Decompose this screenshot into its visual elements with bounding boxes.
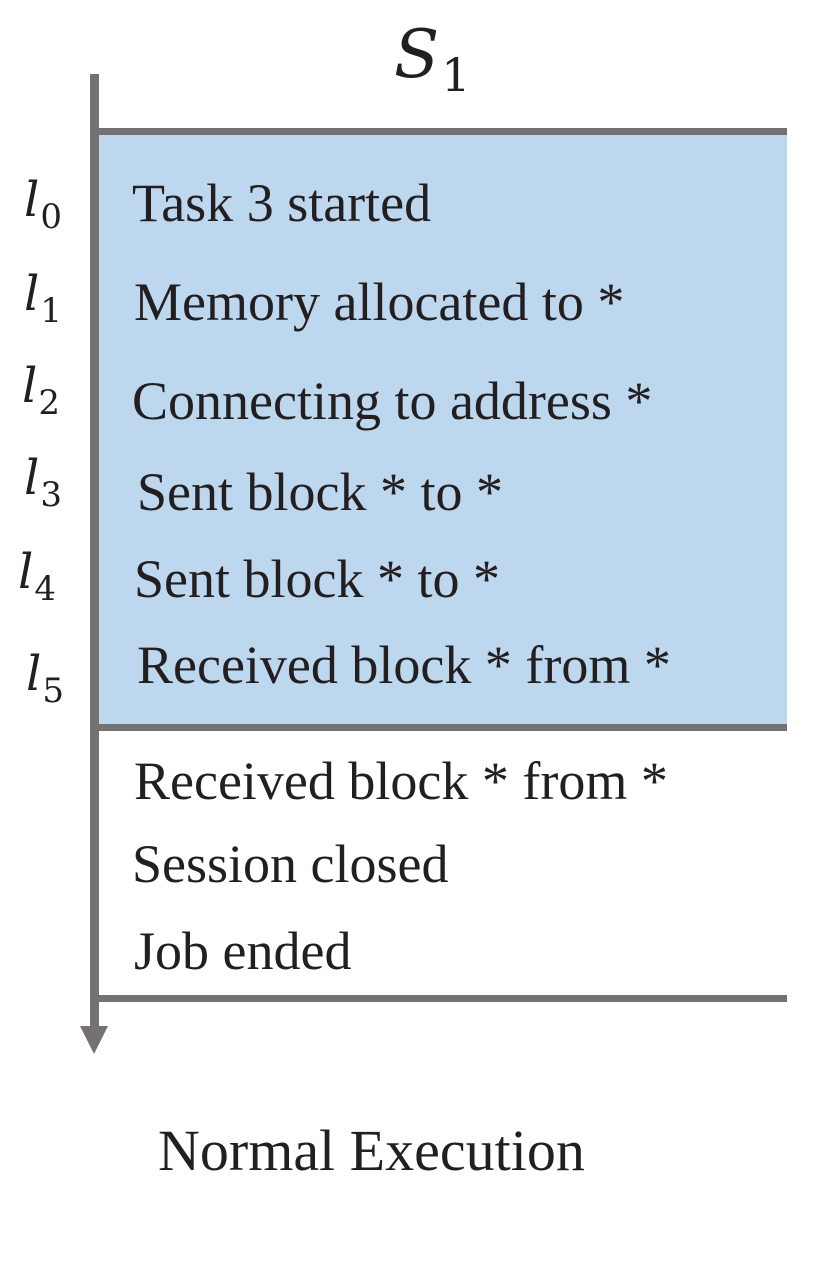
time-axis-arrowhead [80, 1026, 108, 1054]
log-line: Session closed [132, 834, 449, 894]
line-label: l4 [18, 544, 56, 609]
log-line: Received block * from * [137, 635, 671, 695]
time-axis [90, 74, 99, 1028]
line-label: l3 [24, 450, 62, 515]
sequence-end-border [98, 995, 787, 1002]
highlighted-window [98, 133, 787, 727]
log-line: Sent block * to * [137, 462, 503, 522]
log-line: Memory allocated to * [134, 272, 625, 332]
log-line: Job ended [134, 921, 352, 981]
window-top-border [98, 128, 787, 135]
line-label: l5 [26, 646, 64, 711]
log-line: Sent block * to * [134, 549, 500, 609]
log-line: Received block * from * [134, 751, 668, 811]
sequence-title: S1 [394, 16, 471, 102]
diagram-caption: Normal Execution [158, 1118, 585, 1183]
window-bottom-border [98, 724, 787, 731]
line-label: l1 [24, 266, 62, 331]
log-line: Task 3 started [132, 173, 432, 233]
line-label: l2 [22, 358, 60, 423]
log-line: Connecting to address * [132, 371, 653, 431]
line-label: l0 [24, 172, 62, 237]
